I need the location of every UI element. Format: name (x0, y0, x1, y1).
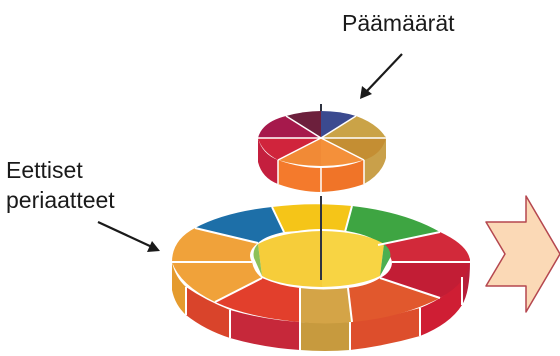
goals-label: Päämäärät (342, 10, 455, 36)
ring-top-segment (378, 232, 470, 262)
ring-top-segment (348, 278, 440, 322)
ring-top-segment (195, 207, 284, 243)
ring-top-segment (172, 262, 262, 302)
disc-top-segment (321, 138, 386, 160)
ring-inner-wall (258, 231, 322, 287)
large-ring (172, 204, 470, 351)
ring-wall-segment (420, 277, 462, 336)
small-disc (258, 111, 386, 192)
ring-wall-segment (300, 322, 350, 351)
principles-label-line1: Eettiset (6, 157, 83, 183)
ring-inner-wall (322, 231, 384, 287)
disc-top-segment (258, 138, 321, 160)
disc-wall-segment (258, 138, 278, 184)
disc-top-segment (286, 111, 321, 138)
disc-wall-segment (321, 160, 364, 192)
disc-top-segment (278, 138, 321, 166)
ring-wall-segment (230, 310, 300, 350)
ring-inner-wall (253, 244, 262, 276)
disc-top-segment (321, 111, 356, 138)
ring-top-segment (272, 204, 352, 232)
ring-top-segment (300, 288, 352, 324)
ring-wall-segment (186, 287, 230, 338)
disc-wall-segment (278, 160, 321, 192)
goals-pointer-arrow (360, 53, 403, 99)
principles-label: Eettiset periaatteet (6, 155, 115, 215)
next-step-arrow-icon (485, 195, 560, 313)
disc-top-segment (321, 116, 386, 138)
ring-wall-segment (172, 262, 186, 315)
principles-label-line2: periaatteet (6, 187, 115, 213)
disc-top-segment (258, 116, 321, 138)
ring-top-segment (380, 262, 470, 298)
ring-top-segment (172, 228, 258, 262)
ring-inner-wall (380, 244, 391, 276)
ring-top-segment (345, 206, 440, 245)
principles-pointer-arrow (97, 221, 160, 252)
ring-top-segment (215, 278, 300, 322)
ring-wall-segment (350, 308, 420, 350)
disc-top-segment (321, 138, 364, 166)
